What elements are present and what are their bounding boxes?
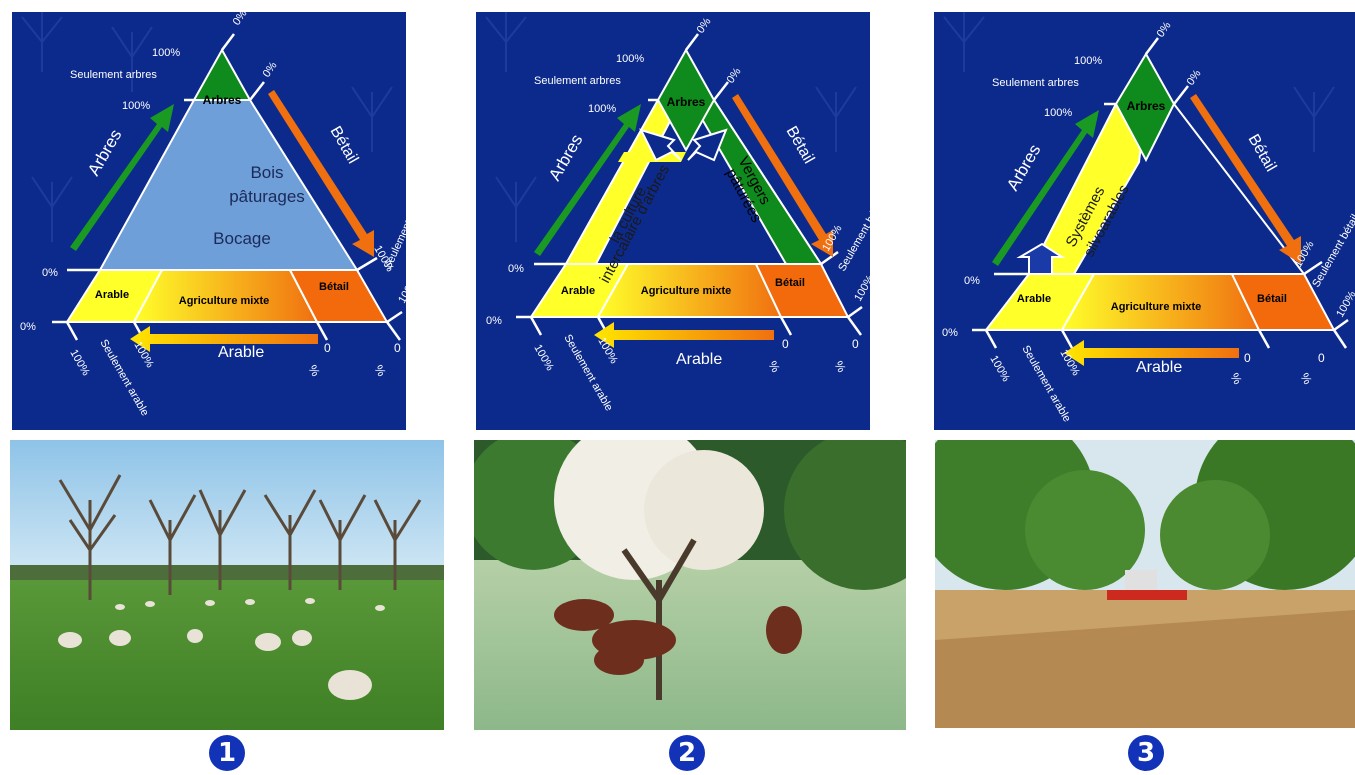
zone-arable-label: Arable — [1017, 293, 1051, 305]
pointer-left-icon — [639, 128, 682, 162]
label-100-top: 100% — [616, 53, 644, 65]
arrow-up-icon — [1016, 242, 1066, 275]
label-0-top: 0% — [231, 12, 250, 28]
zone-mixed-label: Agriculture mixte — [1111, 301, 1201, 313]
label-0-left: 0% — [42, 267, 58, 279]
axis-livestock-label: Bétail — [327, 124, 362, 167]
label-pct-1: % — [305, 363, 323, 380]
label-only-trees: Seulement arbres — [992, 77, 1079, 89]
label-100-top: 100% — [1074, 55, 1102, 67]
label-100-livestock-2: 100% — [396, 275, 406, 306]
photo-cattle-orchard — [474, 440, 906, 730]
zone-trees-label: Arbres — [1127, 99, 1166, 113]
zone-mixed-label: Agriculture mixte — [641, 285, 731, 297]
label-pct-1: % — [765, 359, 783, 376]
arrow-arable-icon — [1064, 340, 1239, 366]
label-0-top: 0% — [695, 16, 714, 36]
ternary-diagram-1: Arbres Bois pâturages Bocage Arable Agri… — [20, 12, 406, 418]
zone-livestock-label: Bétail — [1257, 293, 1287, 305]
arrow-livestock-icon — [732, 94, 833, 257]
arrow-trees-icon — [534, 104, 641, 256]
label-pct-1: % — [1227, 371, 1245, 388]
label-zero-1: 0 — [324, 341, 331, 355]
label-100-livestock-2: 100% — [1334, 289, 1355, 320]
zone-trees-label: Arbres — [203, 93, 242, 107]
ternary-diagram-3: Arbres Systèmes silvoarables Arable Agri… — [942, 12, 1355, 424]
panel-number-3: 3 — [1128, 735, 1164, 771]
axis-trees-label: Arbres — [545, 131, 586, 184]
axis-arable-label: Arable — [676, 351, 722, 368]
label-pct-2: % — [371, 363, 389, 380]
axis-livestock-label: Bétail — [1245, 132, 1280, 175]
axis-arable-label: Arable — [1136, 359, 1182, 376]
label-zero-2: 0 — [394, 341, 401, 355]
label-pct-2: % — [1297, 371, 1315, 388]
zone-trees-label: Arbres — [667, 95, 706, 109]
zone-trees — [656, 47, 716, 153]
zone-livestock-label: Bétail — [775, 277, 805, 289]
axis-trees-label: Arbres — [1003, 141, 1044, 194]
zone-arable-label: Arable — [561, 285, 595, 297]
label-100-trees: 100% — [588, 103, 616, 115]
label-0-right: 0% — [1185, 68, 1204, 88]
label-only-livestock: Seulement bétail — [1310, 213, 1355, 290]
diagram-panel-3: Arbres Systèmes silvoarables Arable Agri… — [934, 12, 1355, 430]
photo-sheep-pasture — [10, 440, 444, 730]
label-100-arable-1: 100% — [67, 348, 92, 379]
label-zero-2: 0 — [852, 337, 859, 351]
arrow-arable-icon — [130, 326, 318, 352]
arrow-livestock-icon — [268, 90, 374, 257]
panel-number-1: 1 — [209, 735, 245, 771]
label-0-bottom: 0% — [942, 327, 958, 339]
label-only-trees: Seulement arbres — [534, 75, 621, 87]
label-0-left: 0% — [508, 263, 524, 275]
arrow-trees-icon — [992, 110, 1099, 266]
label-100-arable-2: 100% — [131, 340, 156, 371]
center-label-1: Bois — [250, 163, 283, 182]
pointer-right-icon — [687, 128, 728, 162]
diagram-panel-2: Arbres la culture intercalaire d'arbres … — [476, 12, 870, 430]
label-100-trees: 100% — [1044, 107, 1072, 119]
center-label-3: Bocage — [213, 229, 271, 248]
label-100-arable-1: 100% — [987, 354, 1012, 385]
label-0-bottom: 0% — [20, 321, 36, 333]
ternary-diagram-2: Arbres la culture intercalaire d'arbres … — [485, 12, 870, 413]
label-only-trees: Seulement arbres — [70, 69, 157, 81]
zone-mixed-label: Agriculture mixte — [179, 295, 269, 307]
axis-trees-label: Arbres — [84, 126, 125, 179]
axis-arable-label: Arable — [218, 344, 264, 361]
label-0-bottom: 0% — [486, 315, 502, 327]
arrow-livestock-icon — [1190, 94, 1301, 264]
label-only-livestock: Seulement bétail — [836, 197, 870, 274]
diagram-panel-1: Arbres Bois pâturages Bocage Arable Agri… — [12, 12, 406, 430]
label-pct-2: % — [831, 359, 849, 376]
panel-number-2: 2 — [669, 735, 705, 771]
label-100-trees: 100% — [122, 100, 150, 112]
label-0-left: 0% — [964, 275, 980, 287]
photo-harvester-alley — [935, 440, 1355, 728]
zone-trees — [1114, 52, 1176, 163]
label-100-arable-1: 100% — [531, 343, 556, 374]
arrow-arable-icon — [594, 322, 774, 348]
label-0-top: 0% — [1155, 20, 1174, 40]
label-100-top: 100% — [152, 47, 180, 59]
label-zero-2: 0 — [1318, 351, 1325, 365]
center-label-2: pâturages — [229, 187, 305, 206]
label-100-arable-2: 100% — [595, 336, 620, 367]
label-0-right: 0% — [261, 60, 280, 80]
label-zero-1: 0 — [1244, 351, 1251, 365]
zone-arable-label: Arable — [95, 289, 129, 301]
axis-livestock-label: Bétail — [783, 124, 818, 167]
label-100-livestock-2: 100% — [852, 273, 870, 304]
zone-livestock-label: Bétail — [319, 281, 349, 293]
arrow-trees-icon — [70, 104, 174, 251]
label-zero-1: 0 — [782, 337, 789, 351]
